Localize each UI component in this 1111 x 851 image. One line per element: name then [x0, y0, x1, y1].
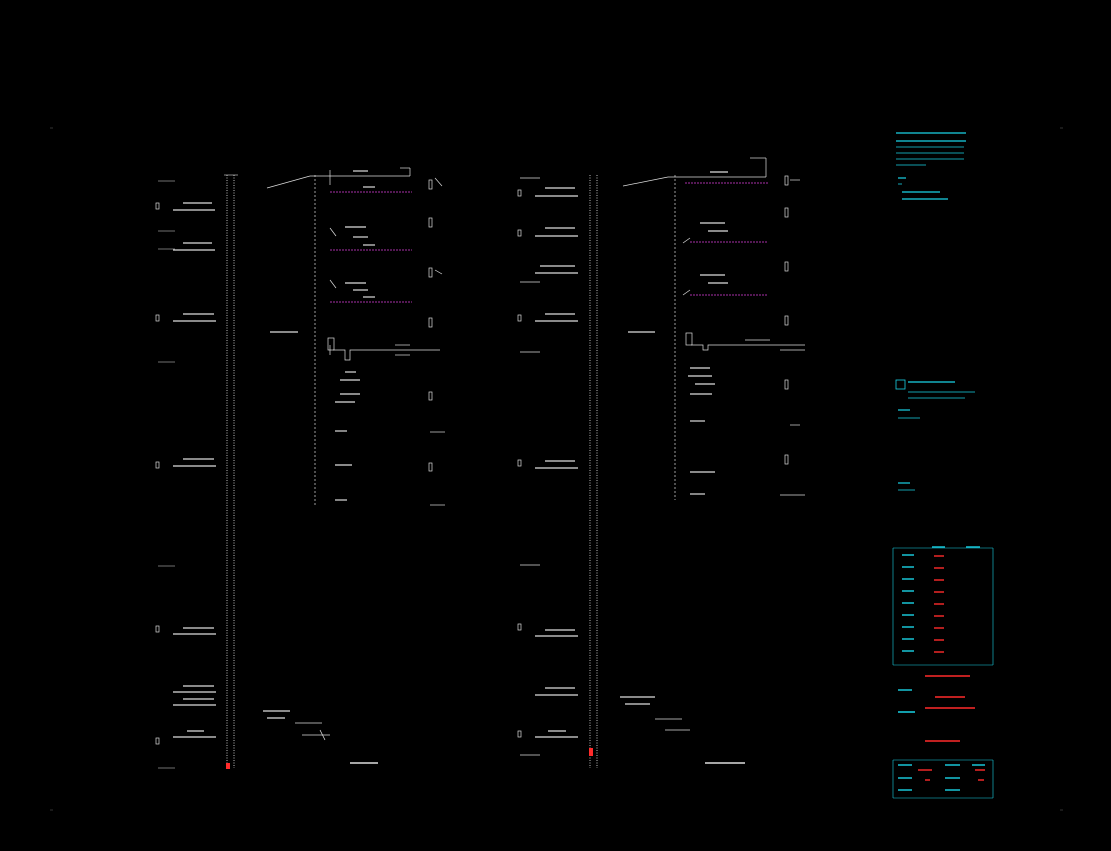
- floor-text-right: [535, 187, 578, 738]
- left-branch-pipes: [330, 191, 412, 303]
- right-system-diagram: [517, 157, 805, 768]
- right-branch-pipes: [685, 182, 768, 296]
- notes-block: [896, 132, 966, 200]
- floor-text-left: [173, 202, 216, 738]
- right-right-markers: [784, 175, 800, 465]
- right-bottom-detail: [620, 696, 745, 764]
- sheet-corner-marks: [50, 127, 1063, 811]
- left-bottom-detail: [263, 710, 378, 764]
- company-block: [895, 379, 975, 491]
- left-branch-labels: [335, 170, 375, 501]
- riser-red-marker-right: [589, 748, 593, 756]
- floor-labels-left: [158, 180, 175, 769]
- drawing-sheet-icon: [895, 379, 906, 390]
- right-drain-stack: [622, 157, 805, 500]
- left-right-markers: [428, 177, 445, 506]
- left-drain-stack: [266, 167, 440, 505]
- left-system-diagram: [155, 167, 445, 769]
- riser-red-marker: [226, 763, 230, 769]
- right-branch-labels: [688, 171, 728, 495]
- signature-table: [892, 546, 994, 799]
- floor-small-boxes-left: [155, 202, 160, 745]
- floor-small-boxes-right: [517, 177, 540, 756]
